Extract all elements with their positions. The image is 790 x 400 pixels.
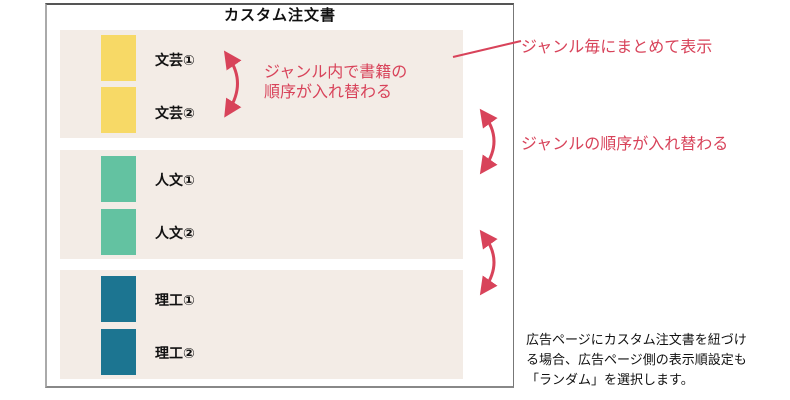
book-label: 人文② (155, 226, 195, 242)
book-literature-2 (101, 87, 136, 133)
swap-arrow-icon (223, 50, 242, 118)
order-form-title: カスタム注文書 (223, 6, 336, 24)
footnote: 広告ページにカスタム注文書を紐づけ る場合、広告ページ側の表示順設定も 「ランダ… (526, 333, 747, 388)
book-humanities-1 (101, 156, 136, 202)
book-label: 文芸② (155, 106, 195, 122)
annotation-genre-order-swap: ジャンルの順序が入れ替わる (521, 134, 729, 153)
annotation-grouped-by-genre: ジャンル毎にまとめて表示 (521, 37, 713, 56)
order-form-frame (45, 3, 514, 388)
swap-arrow-icon (479, 229, 498, 296)
book-label: 理工① (155, 293, 195, 309)
book-label: 理工② (155, 346, 195, 362)
annotation-within-genre: ジャンル内で書籍の 順序が入れ替わる (264, 62, 408, 101)
book-label: 人文① (155, 173, 195, 189)
leader-line (452, 40, 522, 58)
book-science-2 (101, 329, 136, 375)
book-label: 文芸① (155, 53, 195, 69)
book-literature-1 (101, 35, 136, 81)
swap-arrow-icon (479, 108, 498, 175)
book-science-1 (101, 276, 136, 322)
book-humanities-2 (101, 209, 136, 255)
